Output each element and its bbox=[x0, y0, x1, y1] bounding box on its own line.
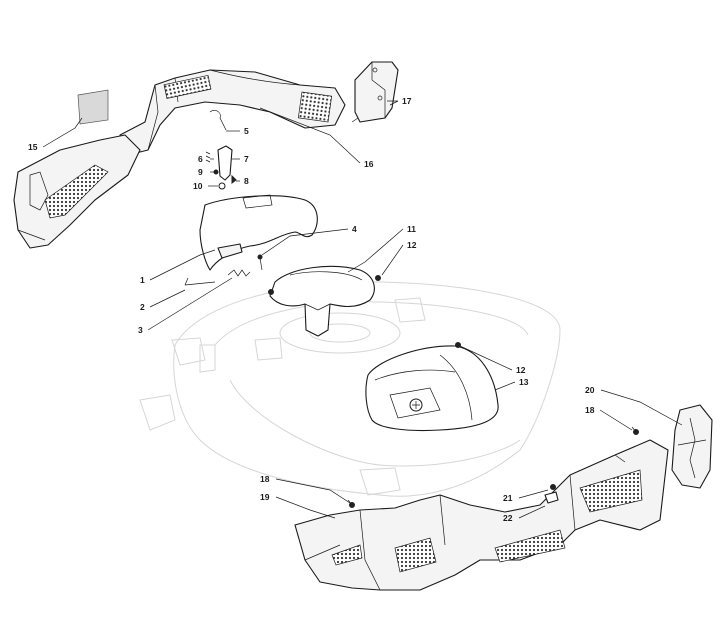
callout-18-left: 18 bbox=[260, 474, 270, 484]
callout-5: 5 bbox=[244, 126, 249, 136]
callout-17: 17 bbox=[402, 96, 412, 106]
callout-10: 10 bbox=[193, 181, 203, 191]
lever-hardware-parts bbox=[205, 110, 237, 190]
callout-21: 21 bbox=[503, 493, 513, 503]
callout-16: 16 bbox=[364, 159, 374, 169]
sticker-part bbox=[77, 89, 109, 125]
callout-9: 9 bbox=[198, 167, 203, 177]
callout-20: 20 bbox=[585, 385, 595, 395]
rod-spring-pin-parts bbox=[184, 254, 263, 286]
right-bracket-part bbox=[671, 404, 713, 489]
callout-12-lower: 12 bbox=[516, 365, 526, 375]
rear-flap-part bbox=[199, 194, 318, 271]
callout-labels: 15 16 17 5 6 7 9 8 10 1 2 3 4 11 12 12 1… bbox=[28, 96, 595, 523]
callout-2: 2 bbox=[140, 302, 145, 312]
callout-18-right: 18 bbox=[585, 405, 595, 415]
callout-12-upper: 12 bbox=[407, 240, 417, 250]
callout-19: 19 bbox=[260, 492, 270, 502]
callout-3: 3 bbox=[138, 325, 143, 335]
callout-1: 1 bbox=[140, 275, 145, 285]
callout-22: 22 bbox=[503, 513, 513, 523]
callout-8: 8 bbox=[244, 176, 249, 186]
bracket-part bbox=[351, 61, 399, 123]
callout-11: 11 bbox=[407, 224, 416, 234]
callout-13: 13 bbox=[519, 377, 529, 387]
blade-cover-part bbox=[268, 265, 381, 337]
callout-6: 6 bbox=[198, 154, 203, 164]
callout-7: 7 bbox=[244, 154, 249, 164]
lower-rear-duct-part bbox=[294, 439, 669, 591]
callout-4: 4 bbox=[352, 224, 357, 234]
rear-hood-part bbox=[365, 342, 499, 432]
callout-15: 15 bbox=[28, 142, 38, 152]
leader-lines bbox=[42, 100, 683, 519]
top-rear-duct-part bbox=[119, 69, 346, 156]
fastener-parts bbox=[347, 426, 639, 508]
left-side-cover-part bbox=[13, 134, 141, 249]
